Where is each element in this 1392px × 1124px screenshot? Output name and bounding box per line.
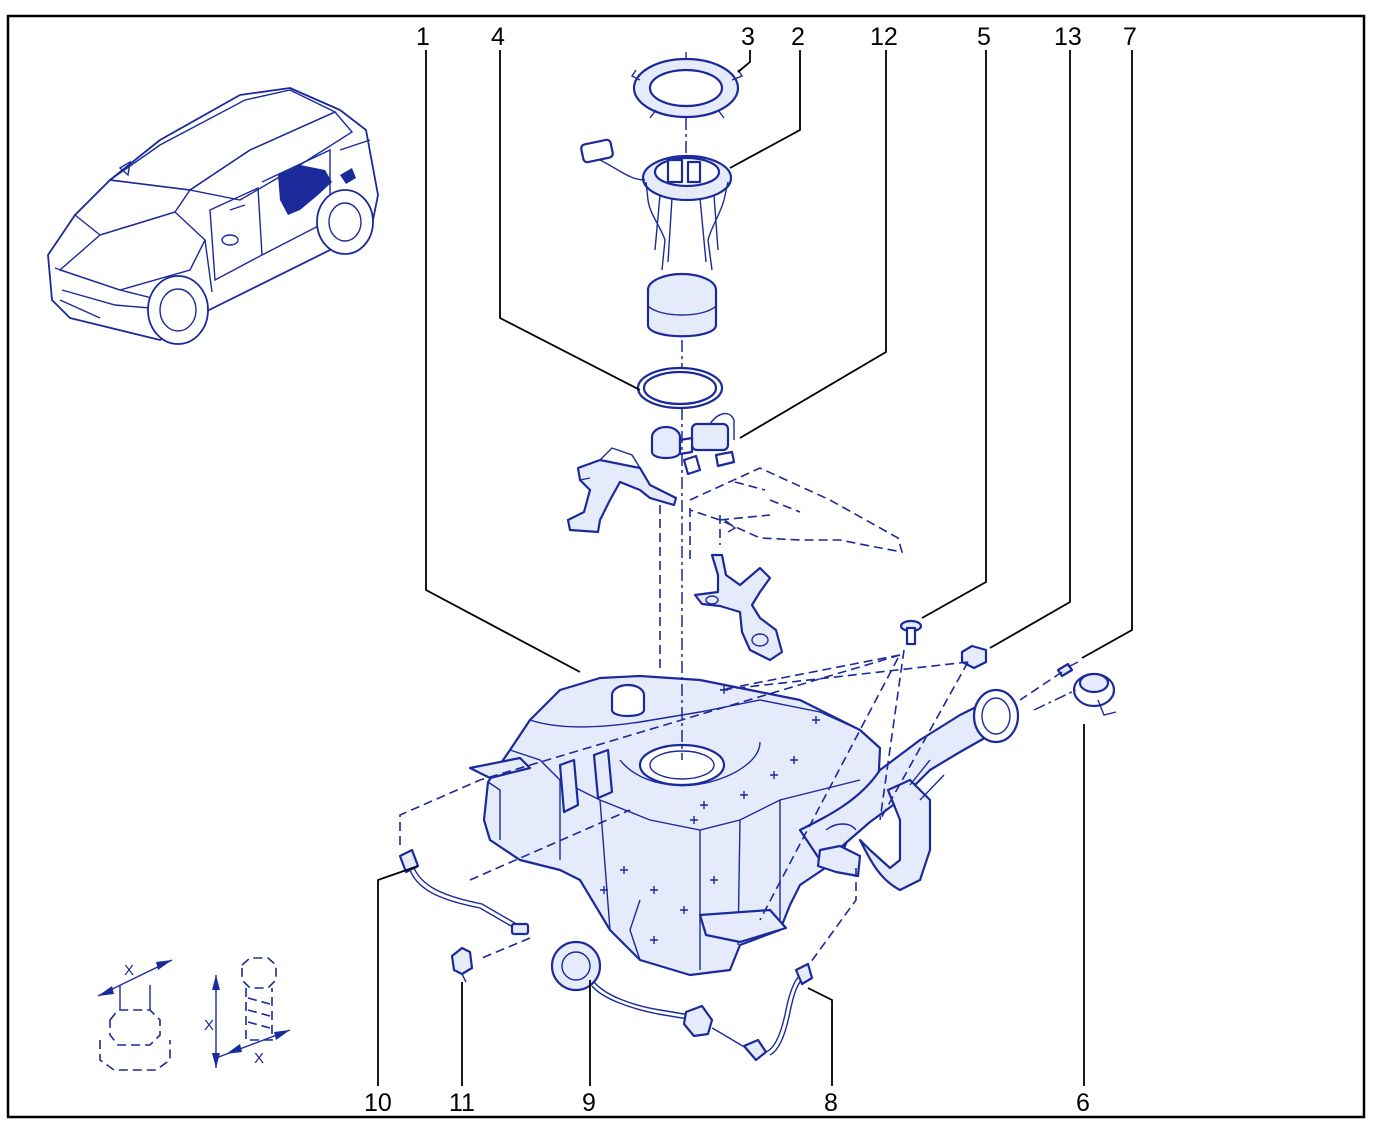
locking-ring-part [630, 52, 744, 119]
callout-11: 11 [449, 1089, 475, 1117]
callout-1: 1 [416, 23, 430, 51]
vehicle-locator-illustration [47, 87, 379, 345]
bolt-dimension-inset [212, 957, 291, 1068]
nut-dimension-x: X [124, 962, 134, 979]
callout-5: 5 [977, 23, 991, 51]
pipe-9-part [550, 940, 714, 1038]
callout-7: 7 [1123, 23, 1137, 51]
callout-8: 8 [824, 1089, 838, 1117]
diagram-border [6, 14, 1366, 1119]
nut-dimension-inset [97, 959, 173, 1071]
fuel-pump-module-part [580, 138, 733, 338]
screw-7-part [1056, 661, 1079, 678]
callout-3: 3 [741, 23, 755, 51]
callout-labels: 1 4 3 2 12 5 13 7 10 11 9 8 6 [364, 23, 1137, 1117]
assembly-guide-lines [399, 118, 1077, 967]
callout-9: 9 [582, 1089, 596, 1117]
callout-6: 6 [1076, 1089, 1090, 1117]
mounting-bracket-part [566, 447, 904, 662]
tank-location-highlight [278, 165, 332, 215]
pipe-10-part [398, 848, 530, 936]
callout-12: 12 [870, 23, 898, 51]
bolt-dimension-x-height: X [204, 1017, 214, 1034]
fuel-tank-part [468, 674, 1020, 977]
callout-leader-lines [377, 50, 1133, 1086]
callout-10: 10 [364, 1089, 392, 1117]
bolt-5-part [899, 619, 923, 646]
clip-11-part [450, 946, 474, 983]
filler-cap-part [1072, 672, 1117, 716]
callout-4: 4 [491, 23, 505, 51]
vent-valve-part [650, 413, 736, 476]
bolt-dimension-x-width: X [254, 1050, 264, 1067]
pipe-8-part [711, 962, 814, 1062]
seal-ring-part [636, 366, 724, 410]
callout-13: 13 [1054, 23, 1082, 51]
callout-2: 2 [791, 23, 805, 51]
